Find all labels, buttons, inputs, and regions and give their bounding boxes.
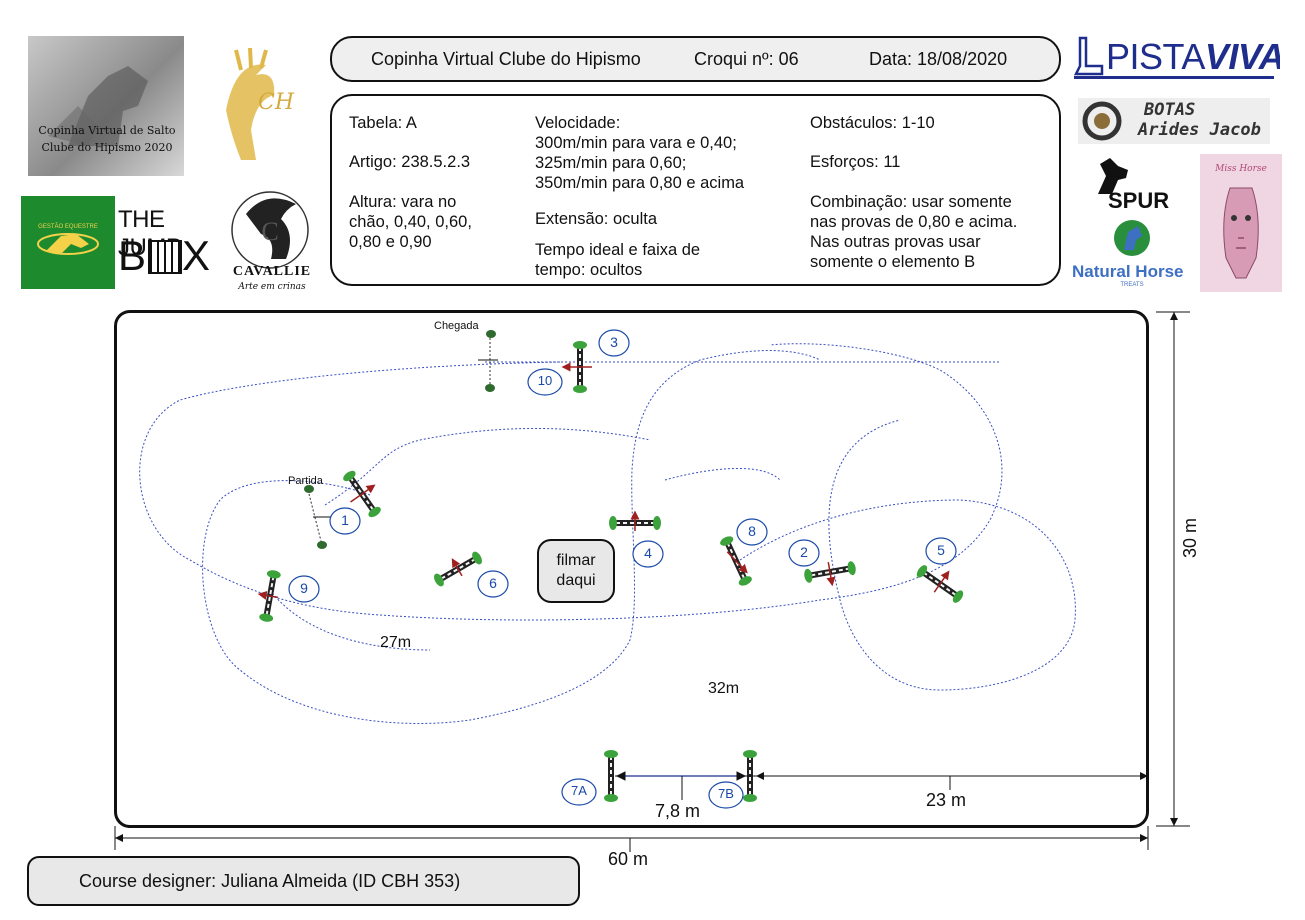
decorated-horse-icon [1223,187,1259,279]
info-altura: Altura: vara no chão, 0,40, 0,60, 0,80 e… [349,193,472,251]
arides-jacob-text: Arides Jacob [1138,120,1261,140]
obstacle-1[interactable] [336,466,387,524]
copinha-logo: Copinha Virtual de Salto Clube do Hipism… [28,36,184,176]
dimension-lines [114,311,1190,852]
obstacle-label-10: 10 [537,373,553,388]
info-tempo: Tempo ideal e faixa de tempo: ocultos [535,241,701,279]
obstacle-number-circles [288,329,957,809]
pista-viva-logo: PISTAVIVA [1070,34,1280,82]
obstacle-5[interactable] [913,559,968,607]
course-designer: Course designer: Juliana Almeida (ID CBH… [79,871,461,891]
obstacle-3[interactable] [561,340,592,394]
horse-silhouette-icon [48,66,148,146]
miss-horse-text: Miss Horse [1215,164,1267,174]
jumping-horse-icon [37,233,99,255]
botas-logo: BOTAS Arides Jacob [1078,98,1270,144]
miss-horse-logo: Miss Horse [1200,154,1282,292]
natural-horse-sub: TREATS [1120,282,1144,288]
obstacle-6[interactable] [430,548,486,590]
natural-horse-logo: Natural Horse TREATS [1070,218,1194,292]
course-route [139,343,1076,724]
gestao-equestre-text: GESTÃO EQUESTRE [38,224,98,230]
botas-text: BOTAS [1144,100,1196,120]
pista-text: PISTA [1106,36,1205,77]
spur-text: SPUR [1108,188,1170,213]
svg-text:C: C [261,217,278,246]
obstacle-label-6: 6 [489,575,497,591]
competition-title: Copinha Virtual Clube do Hipismo [371,49,641,69]
cavallie-logo: C CAVALLIE Arte em crinas [226,184,318,296]
obstacle-label-1: 1 [341,512,349,528]
combination-measure [615,771,1148,800]
rearing-horse-icon [1098,158,1128,194]
obstacle-label-3: 3 [610,334,618,350]
boot-icon [1073,36,1104,76]
info-artigo: Artigo: 238.5.2.3 [349,153,471,171]
arena-border [114,310,1149,828]
info-esforcos: Esforços: 11 [810,153,901,171]
course-date: Data: 18/08/2020 [869,49,1008,69]
jump-box-logo: THE JUMP B X [118,206,218,276]
natural-horse-text: Natural Horse [1072,262,1184,281]
cavallie-horse-icon: C [231,191,309,269]
info-extensao: Extensão: oculta [535,210,657,228]
jump-box-x: X [182,232,211,276]
jump-box-b: B [118,232,147,276]
camera-position: filmar daqui [537,539,615,603]
obstacle-label-5: 5 [937,542,945,558]
croqui-number: Croqui nº: 06 [694,49,799,69]
ch-horse-icon [226,47,275,160]
info-obstaculos: Obstáculos: 1-10 [810,114,935,132]
start-label: Partida [288,475,323,487]
obstacle-label-4: 4 [644,545,652,561]
info-tabela: Tabela: A [349,114,417,132]
jump-box-grid-icon [148,240,182,274]
copinha-logo-text: Copinha Virtual de Salto Clube do Hipism… [38,124,176,154]
gestao-equestre-logo: GESTÃO EQUESTRE [21,196,115,289]
obstacle-4[interactable] [608,510,662,531]
arena-height: 30 m [1180,517,1200,558]
cavallie-sub: Arte em crinas [238,282,306,292]
cavallie-text: CAVALLIE [232,264,312,279]
viva-text: VIVA [1204,36,1280,77]
course-info-panel: Tabela: A Artigo: 238.5.2.3 Altura: vara… [330,94,1061,286]
distance-7-8m: 7,8 m [655,801,701,821]
obstacle-2[interactable] [802,558,858,587]
obstacle-label-8: 8 [748,523,756,539]
start-line [304,485,333,549]
info-combinacao: Combinação: usar somente nas provas de 0… [810,193,1018,271]
obstacle-9[interactable] [257,568,283,624]
header-bar: Copinha Virtual Clube do Hipismo Croqui … [330,36,1061,82]
obstacle-label-9: 9 [300,580,308,596]
distance-23m: 23 m [926,790,967,810]
obstacle-label-2: 2 [800,544,808,560]
spur-logo: SPUR [1078,156,1188,214]
course-designer-box: Course designer: Juliana Almeida (ID CBH… [27,856,580,906]
finish-label: Chegada [434,320,479,332]
distance-32m: 32m [708,680,740,697]
obstacle-label-7b: 7B [718,786,734,801]
horseshoe-icon [1082,101,1122,141]
distance-27m: 27m [380,634,412,651]
horse-head-icon [1114,220,1150,256]
pista-viva-underline [1074,76,1274,79]
obstacle-label-7a: 7A [571,783,587,798]
ch-logo: CH [196,40,316,170]
info-velocidade: Velocidade: 300m/min para vara e 0,40; 3… [535,114,745,192]
obstacle-8[interactable] [717,533,755,589]
ch-logo-text: CH [258,90,295,115]
finish-line [478,330,498,392]
arena-width: 60 m [608,849,649,869]
